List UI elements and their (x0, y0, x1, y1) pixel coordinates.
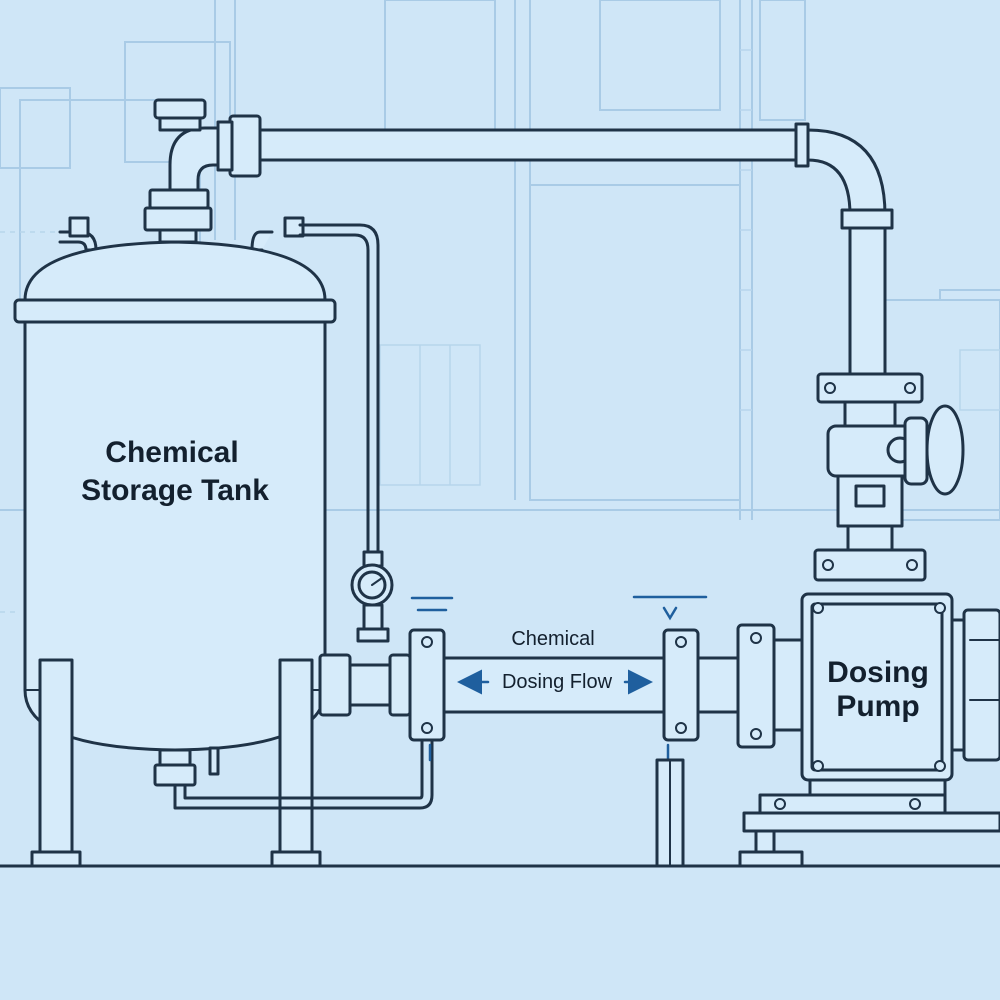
overhead-pipe (153, 98, 894, 378)
valve-handle-icon (925, 404, 965, 496)
tank-label-line1: Chemical (105, 436, 238, 469)
flow-label-line2: Dosing Flow (502, 671, 613, 693)
flow-label-line1: Chemical (511, 628, 594, 650)
instrument-marks (410, 595, 708, 868)
chemical-storage-tank: Chemical Storage Tank (13, 188, 337, 868)
drain-line (173, 738, 434, 810)
dosing-pipe (318, 623, 806, 749)
tank-label-line2: Storage Tank (81, 474, 269, 507)
gauge-line (298, 223, 394, 643)
flow-annotation: Chemical Dosing Flow (457, 628, 653, 695)
dosing-pump: Dosing Pump (738, 592, 1000, 868)
pump-riser (813, 372, 965, 582)
pump-label-line2: Pump (836, 690, 919, 723)
pump-label-line1: Dosing (827, 656, 929, 689)
